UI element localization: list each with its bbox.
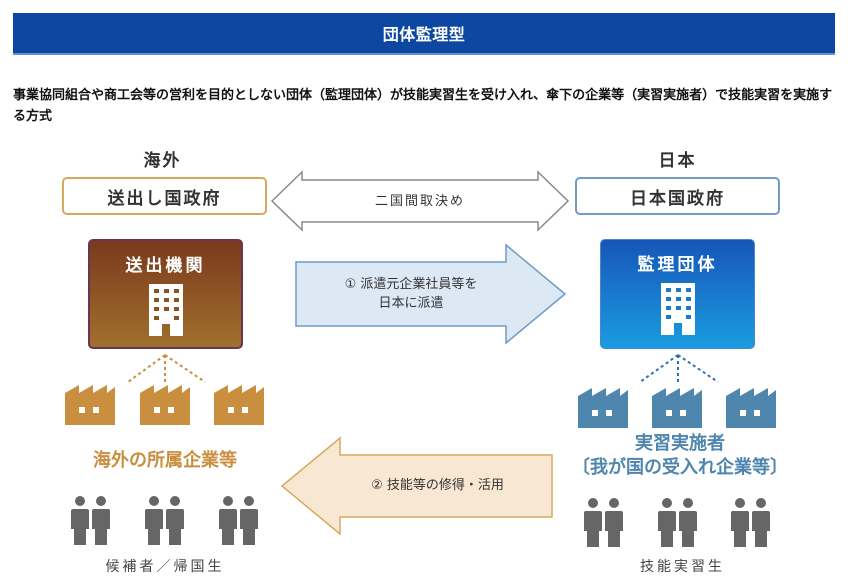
factory-icon xyxy=(726,388,776,428)
factory-icon xyxy=(652,388,702,428)
bilateral-arrangement-label: 二国間取決め xyxy=(374,194,465,209)
japan-factories xyxy=(578,388,776,428)
sending-government-box: 送出し国政府 xyxy=(62,177,267,215)
factory-icon xyxy=(65,385,115,425)
candidates-label: 候補者／帰国生 xyxy=(105,559,225,575)
sending-organization-label: 送出機関 xyxy=(125,256,206,276)
page-title: 団体監理型 xyxy=(382,25,466,44)
japan-people xyxy=(584,498,770,547)
dispatch-label-line2: 日本に派遣 xyxy=(378,296,444,311)
overseas-people xyxy=(71,496,258,545)
region-label-japan: 日本 xyxy=(658,151,697,171)
right-connector-lines xyxy=(639,354,719,383)
implementing-organization-subtitle: 〔我が国の受入れ企業等〕 xyxy=(572,457,788,478)
implementing-organization-label: 実習実施者 〔我が国の受入れ企業等〕 xyxy=(570,432,790,480)
dispatch-arrow xyxy=(295,243,567,345)
people-icon xyxy=(731,498,770,547)
factory-icon xyxy=(578,388,628,428)
people-icon xyxy=(658,498,697,547)
skill-arrow xyxy=(280,436,553,536)
bilateral-arrow xyxy=(270,170,570,232)
sending-organization-box: 送出機関 xyxy=(88,239,243,349)
factory-icon xyxy=(214,385,264,425)
japan-government-box: 日本国政府 xyxy=(575,177,780,215)
factory-icon xyxy=(140,385,190,425)
japan-government-label: 日本国政府 xyxy=(630,188,725,209)
people-icon xyxy=(71,496,110,545)
building-icon xyxy=(148,284,183,336)
region-label-overseas: 海外 xyxy=(143,151,182,171)
building-icon xyxy=(660,283,695,335)
overseas-factories xyxy=(65,385,264,425)
dispatch-label-line1: ① 派遣元企業社員等を xyxy=(344,277,478,292)
people-icon xyxy=(584,498,623,547)
overseas-companies-label: 海外の所属企業等 xyxy=(93,450,237,471)
page-header: 団体監理型 xyxy=(13,13,835,55)
description-text: 事業協同組合や商工会等の営利を目的としない団体（監理団体）が技能実習生を受け入れ… xyxy=(13,88,833,124)
supervising-organization-box: 監理団体 xyxy=(600,239,755,349)
supervising-organization-label: 監理団体 xyxy=(637,255,718,275)
people-icon xyxy=(145,496,184,545)
sending-government-label: 送出し国政府 xyxy=(107,188,222,209)
dispatch-label: ① 派遣元企業社員等を 日本に派遣 xyxy=(296,275,526,313)
implementing-organization-title: 実習実施者 xyxy=(635,433,725,454)
left-connector-lines xyxy=(127,354,206,383)
skill-acquisition-label: ② 技能等の修得・活用 xyxy=(371,478,504,493)
technical-intern-label: 技能実習生 xyxy=(640,559,725,575)
people-icon xyxy=(219,496,258,545)
